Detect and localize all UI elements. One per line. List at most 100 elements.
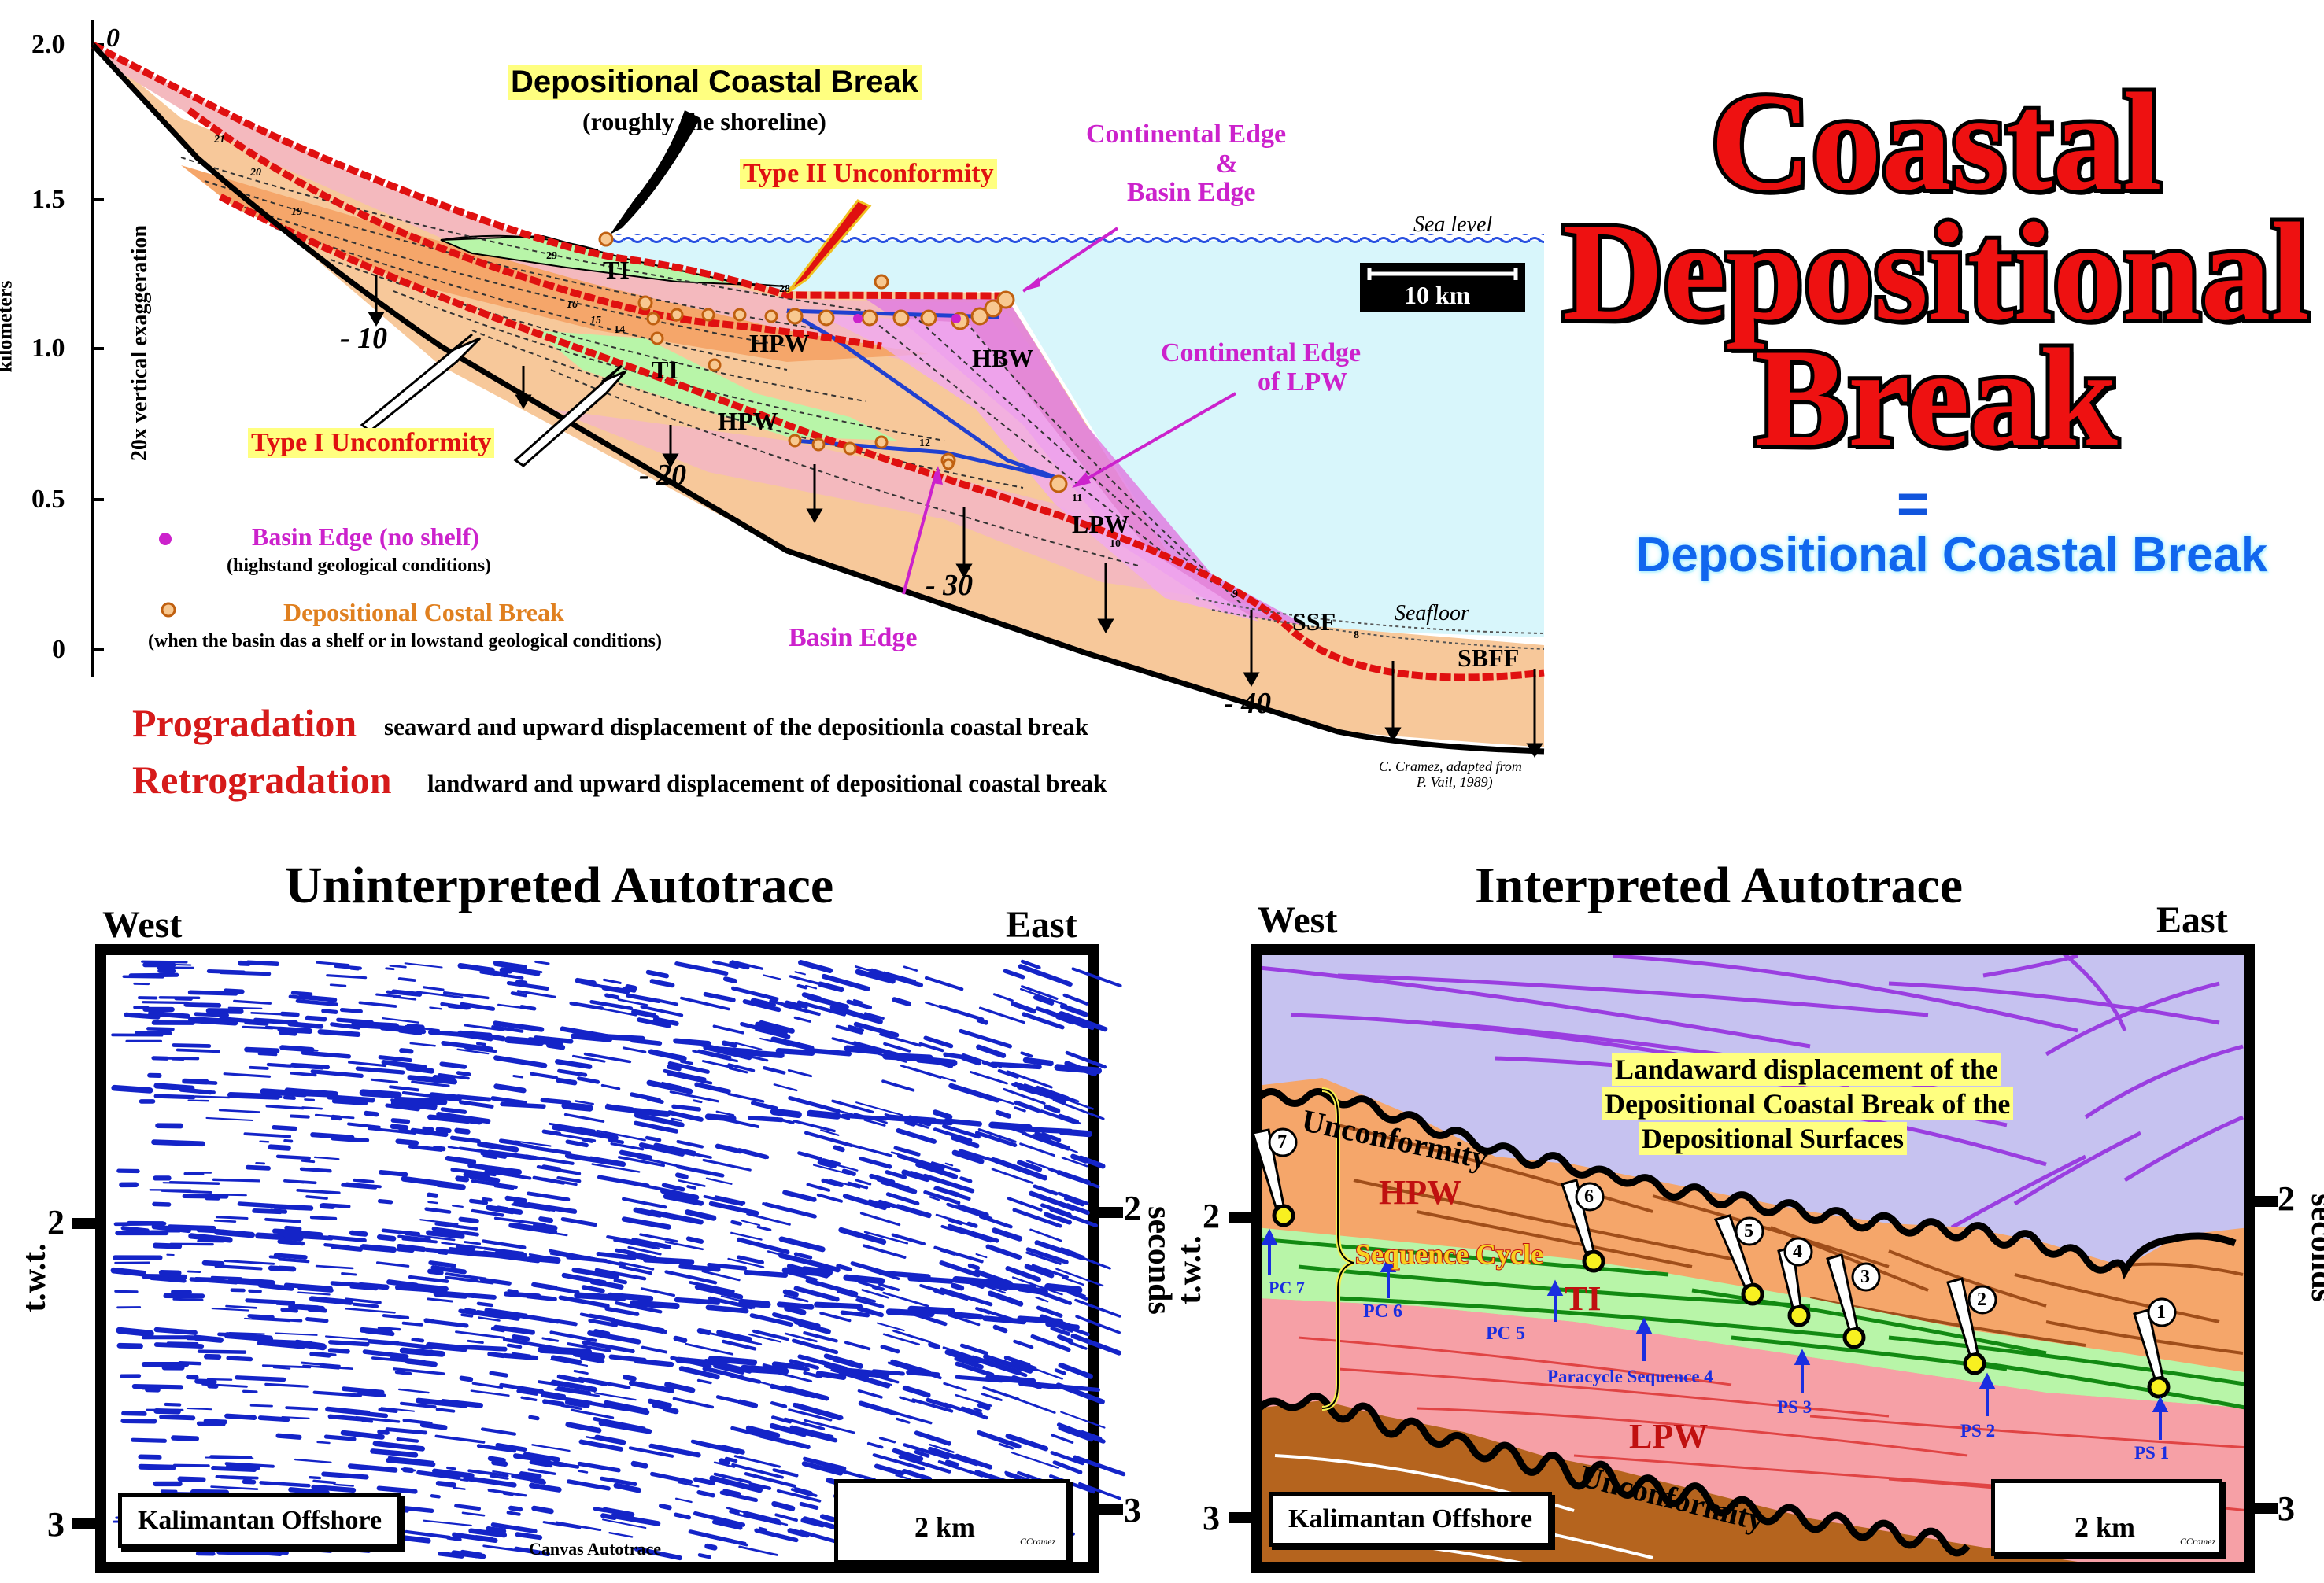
seismic-reflector <box>608 1138 625 1144</box>
seismic-reflector <box>634 1120 679 1134</box>
seismic-reflector <box>877 1178 910 1190</box>
seismic-reflector <box>618 1156 665 1168</box>
seismic-reflector <box>737 1399 759 1408</box>
seismic-reflector <box>531 1146 572 1156</box>
seismic-reflector <box>436 1112 491 1124</box>
seismic-reflector <box>940 1287 993 1307</box>
seismic-reflector <box>1023 1083 1058 1097</box>
seismic-reflector <box>172 1297 204 1301</box>
seismic-reflector <box>459 1375 474 1382</box>
legend-basin-edge: Basin Edge (no shelf) <box>252 522 479 551</box>
seismic-reflector <box>493 1055 548 1068</box>
seismic-reflector <box>947 1223 999 1243</box>
seismic-reflector <box>471 1382 504 1389</box>
seismic-reflector <box>257 1282 294 1291</box>
seismic-reflector <box>1055 1013 1076 1025</box>
seismic-reflector <box>212 1178 260 1183</box>
seismic-reflector <box>821 1178 844 1188</box>
seismic-reflector <box>404 962 443 969</box>
seismic-reflector <box>305 1195 328 1200</box>
layer-number: 19 <box>291 206 302 218</box>
layer-number: 11 <box>1072 493 1083 504</box>
seismic-reflector <box>788 1408 833 1422</box>
seismic-reflector <box>434 1434 486 1444</box>
seismic-reflector <box>461 1511 486 1517</box>
seismic-reflector <box>914 1449 930 1458</box>
seismic-reflector <box>131 1437 167 1443</box>
seismic-reflector <box>903 965 918 972</box>
continental-edge-lpw-label-2: of LPW <box>1258 367 1348 397</box>
seismic-reflector <box>146 1027 175 1031</box>
seismic-reflector <box>844 1341 871 1351</box>
seismic-reflector <box>678 1481 700 1488</box>
seismic-reflector <box>745 1425 781 1438</box>
seismic-reflector <box>541 1337 560 1342</box>
seismic-reflector <box>487 1456 506 1463</box>
seismic-reflector <box>663 1406 679 1415</box>
seismic-reflector <box>1020 959 1041 969</box>
seismic-reflector <box>477 1141 519 1153</box>
seismic-reflector <box>1007 1197 1043 1212</box>
seismic-reflector <box>933 1109 953 1120</box>
seismic-reflector <box>928 1341 941 1349</box>
seismic-reflector <box>674 1497 693 1504</box>
seismic-reflector <box>299 1167 332 1173</box>
seismic-reflector <box>227 1092 281 1100</box>
seismic-reflector <box>1005 1434 1049 1452</box>
seismic-reflector <box>915 1161 959 1179</box>
layer-number: 29 <box>546 250 557 262</box>
seismic-reflector <box>743 1511 781 1525</box>
seismic-reflector <box>694 1284 744 1300</box>
seismic-reflector <box>600 1083 621 1090</box>
seismic-reflector <box>579 1312 619 1323</box>
seismic-reflector <box>907 1305 955 1315</box>
seismic-reflector <box>445 1272 487 1281</box>
seismic-reflector <box>1018 1380 1062 1390</box>
seismic-reflector <box>907 1275 954 1284</box>
seismic-reflector <box>587 1330 641 1345</box>
seismic-reflector <box>1029 1228 1062 1242</box>
seismic-reflector <box>416 1397 468 1408</box>
seismic-reflector <box>829 1179 861 1189</box>
seismic-reflector <box>948 1217 963 1226</box>
seismic-reflector <box>1022 1012 1065 1030</box>
seismic-reflector <box>749 1055 769 1062</box>
seismic-reflector <box>596 1033 645 1042</box>
seismic-reflector <box>890 1359 932 1375</box>
seismic-reflector <box>315 1264 354 1270</box>
seismic-reflector <box>520 1396 538 1402</box>
seismic-reflector <box>1019 1142 1055 1157</box>
seismic-reflector <box>855 1101 903 1116</box>
seismic-reflector <box>957 1204 989 1217</box>
seismic-reflector <box>773 1083 798 1092</box>
seismic-reflector <box>715 1110 735 1116</box>
seismic-reflector <box>1014 1100 1041 1113</box>
seismic-reflector <box>639 1233 678 1243</box>
seismic-reflector <box>722 1339 757 1351</box>
seismic-reflector <box>309 1352 331 1358</box>
seismic-reflector <box>1055 1094 1094 1110</box>
seismic-reflector <box>328 1340 370 1347</box>
seismic-reflector <box>319 1203 335 1209</box>
seismic-reflector <box>689 1281 735 1293</box>
seismic-reflector <box>536 1165 582 1175</box>
unit-sbff: SBFF <box>1458 644 1520 672</box>
landward-displacement-line-3: Depositional Surfaces <box>1639 1122 1907 1155</box>
ampersand-label: & <box>1216 149 1239 179</box>
seismic-reflector <box>227 1277 275 1287</box>
seismic-reflector <box>203 1419 227 1425</box>
layer-number: 21 <box>214 134 225 146</box>
seismic-reflector <box>803 1331 838 1343</box>
seismic-reflector <box>594 1434 626 1445</box>
seismic-reflector <box>385 1427 428 1435</box>
seismic-reflector <box>466 1293 497 1300</box>
seismic-reflector <box>305 1015 327 1022</box>
seismic-reflector <box>367 1127 416 1135</box>
seismic-reflector <box>1078 1482 1121 1500</box>
seismic-reflector <box>1007 1394 1056 1414</box>
seismic-reflector <box>901 1169 930 1183</box>
seismic-reflector <box>793 1252 813 1260</box>
seismic-reflector <box>401 1467 416 1472</box>
seismic-reflector <box>969 1071 1008 1085</box>
seismic-reflector <box>512 1075 524 1079</box>
